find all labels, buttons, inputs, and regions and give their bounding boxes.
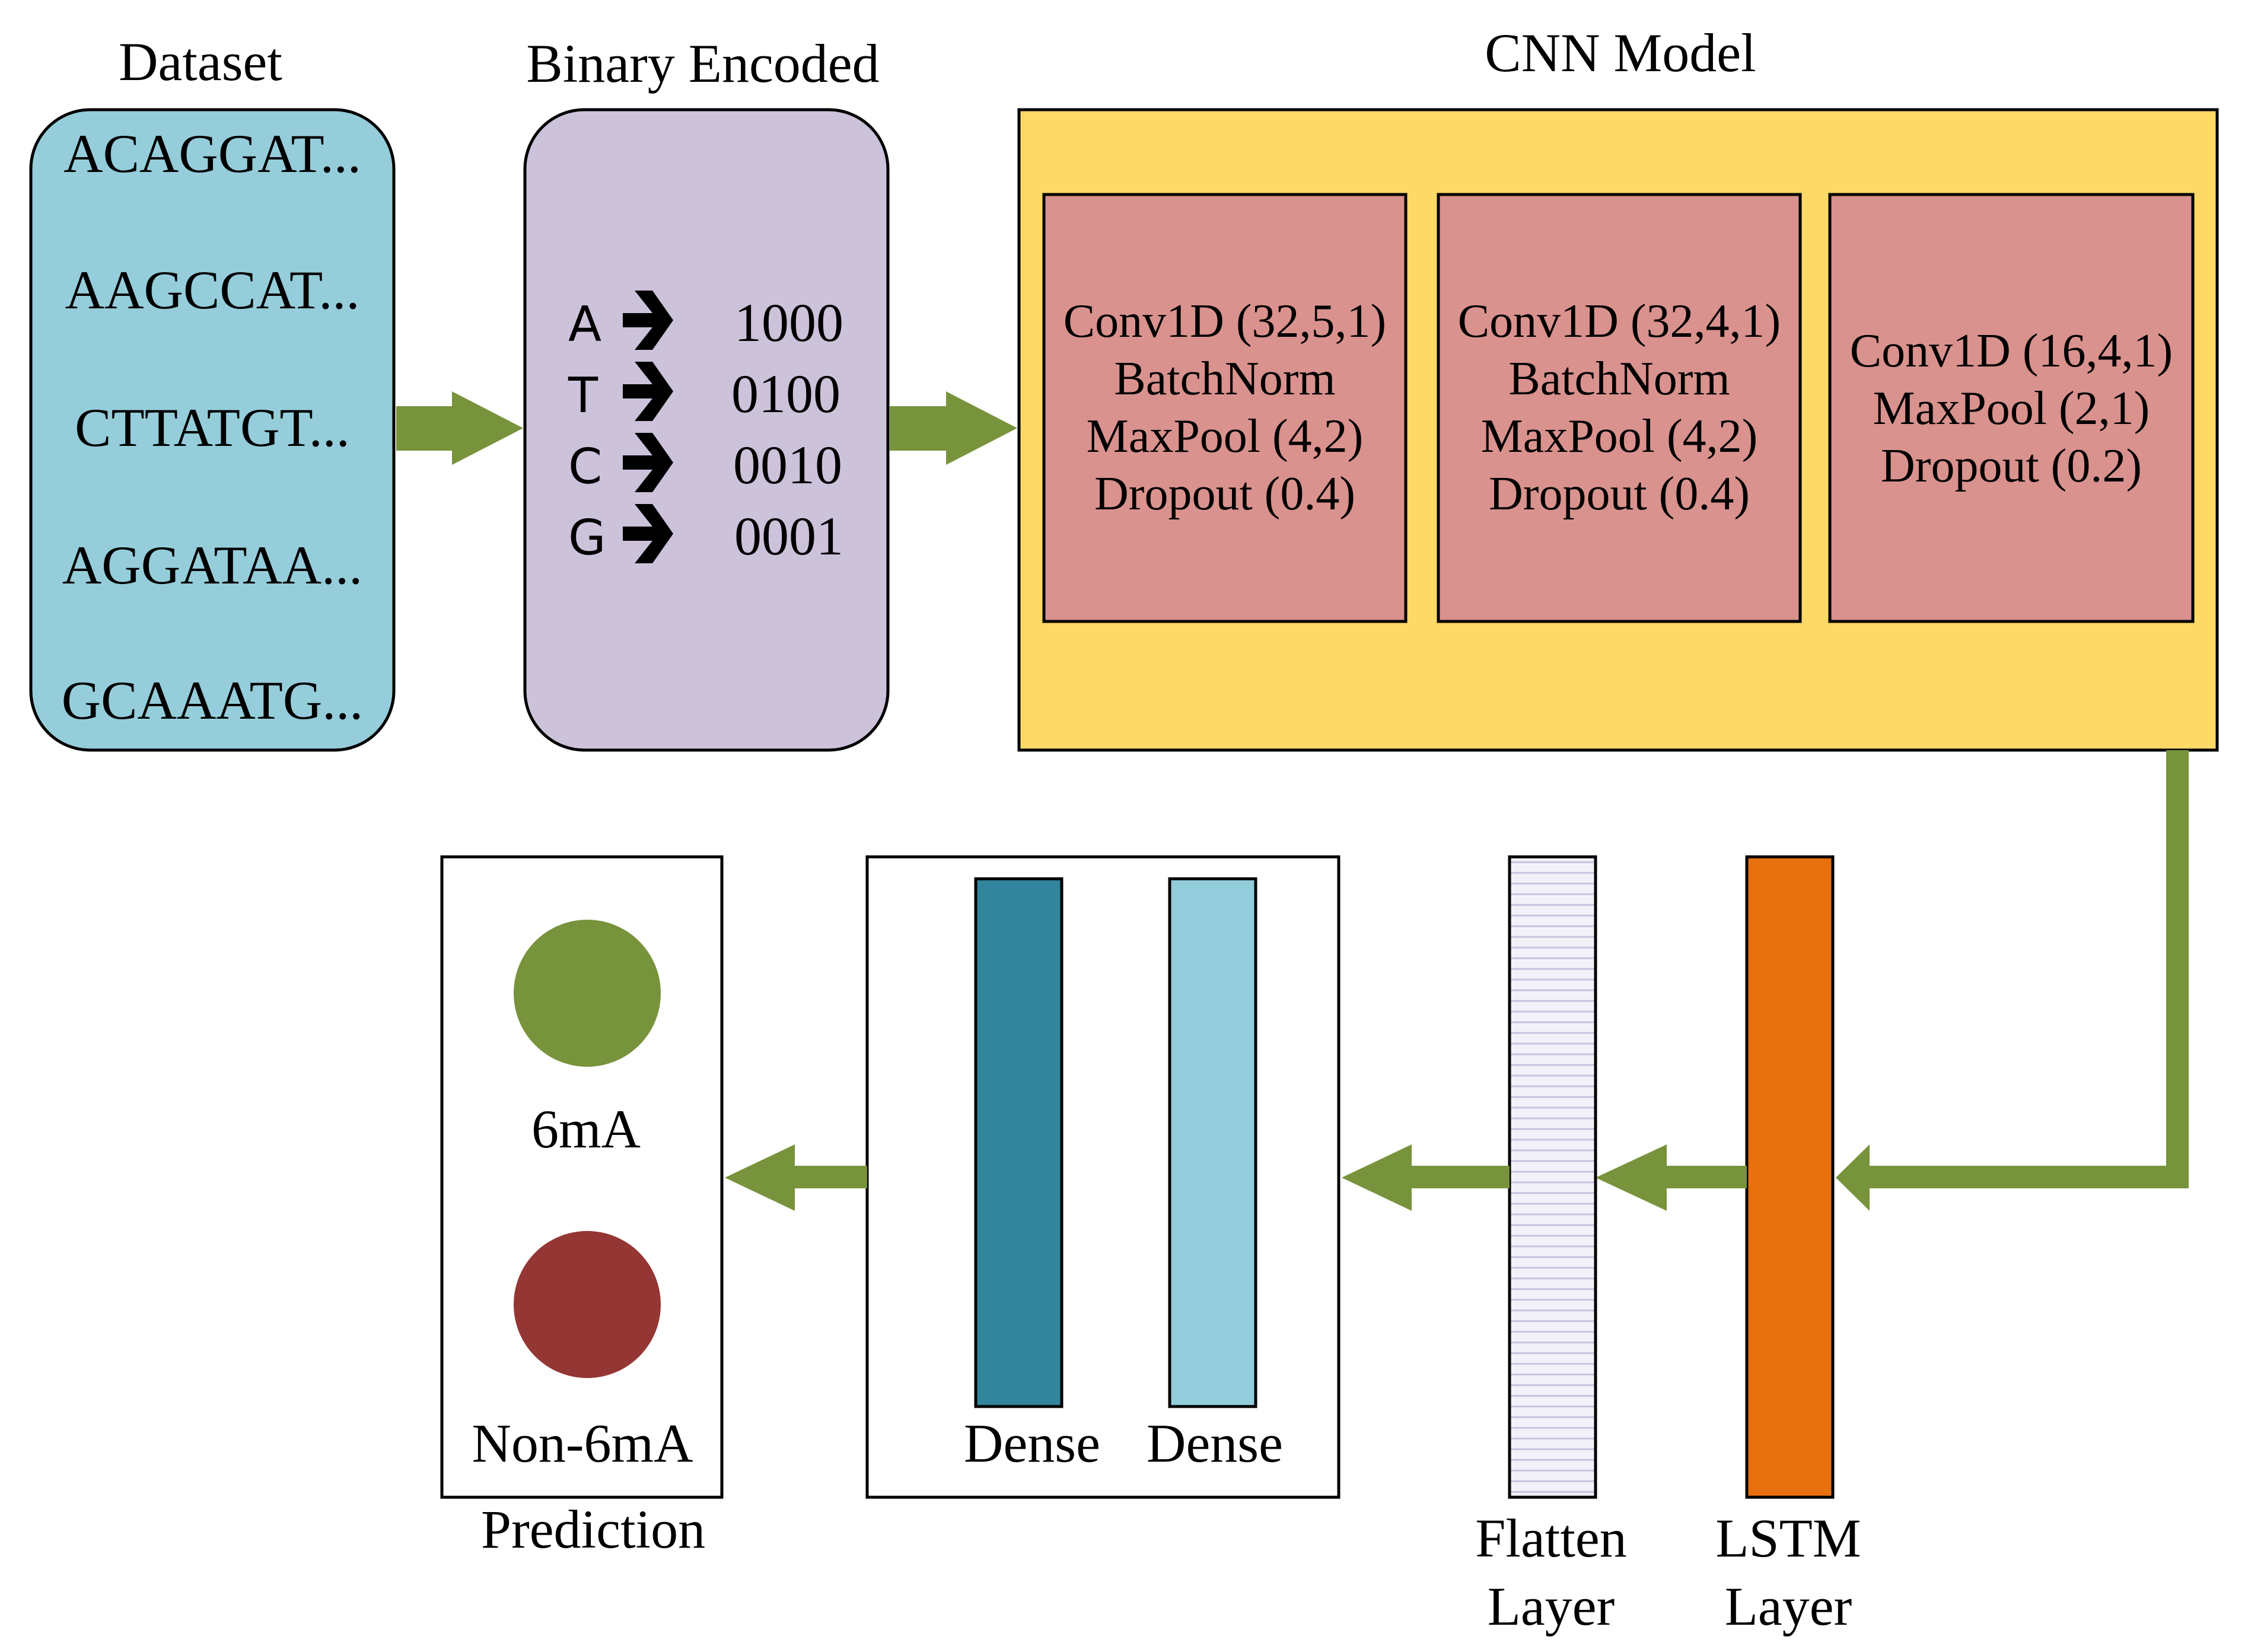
negative-class-marker — [514, 1231, 661, 1378]
arrow-right-icon — [623, 504, 673, 563]
conv-block: Conv1D (32,5,1) BatchNorm MaxPool (4,2) … — [1042, 193, 1408, 623]
dense-box — [865, 855, 1340, 1499]
arrow-right-icon — [623, 291, 673, 350]
arrow-right-icon — [623, 433, 673, 492]
conv-block: Conv1D (32,4,1) BatchNorm MaxPool (4,2) … — [1437, 193, 1802, 623]
binary-code: 1000 — [734, 292, 843, 353]
base-letter: C — [568, 439, 602, 495]
dense-bar-dark — [974, 877, 1063, 1408]
encoding-title: Binary Encoded — [526, 33, 879, 94]
dataset-sequence: AAGCCAT... — [65, 260, 360, 320]
dense-bar-light — [1168, 877, 1257, 1408]
conv-block-box — [1828, 193, 2195, 623]
encoding-row: T 0100 — [568, 362, 840, 424]
dataset-sequence: CTTATGT... — [75, 397, 350, 458]
arrow-flatten-to-dense — [1342, 1144, 1510, 1211]
arrow-right-icon — [623, 362, 673, 421]
arrow-encoded-to-cnn — [890, 391, 1017, 465]
conv-layer-line: Dropout (0.4) — [1489, 468, 1750, 520]
dataset-panel: Dataset ACAGGAT... AAGCCAT... CTTATGT...… — [29, 31, 396, 752]
arrow-lstm-to-flatten — [1596, 1144, 1747, 1211]
arrow-dense-to-prediction — [725, 1144, 867, 1211]
encoding-panel: Binary Encoded A 1000 T 0100 C 0010 G 00… — [523, 33, 890, 752]
base-letter: G — [568, 510, 606, 566]
conv-block: Conv1D (16,4,1) MaxPool (2,1) Dropout (0… — [1828, 193, 2195, 623]
dataset-sequence: AGGATAA... — [62, 535, 362, 595]
dataset-sequence: ACAGGAT... — [63, 123, 361, 184]
binary-code: 0100 — [731, 363, 840, 424]
base-letter: A — [568, 296, 601, 353]
binary-code: 0001 — [734, 506, 843, 566]
dataset-title: Dataset — [119, 31, 282, 92]
flatten-label: Flatten — [1475, 1508, 1627, 1568]
dense-label: Dense — [1147, 1413, 1283, 1474]
conv-block-box — [1437, 193, 1802, 623]
positive-class-label: 6mA — [531, 1099, 641, 1159]
positive-class-marker — [514, 920, 661, 1067]
dense-label: Dense — [964, 1413, 1100, 1474]
lstm-label: Layer — [1725, 1576, 1852, 1637]
conv-layer-line: BatchNorm — [1114, 353, 1335, 405]
prediction-title: Prediction — [481, 1499, 705, 1559]
conv-block-box — [1042, 193, 1408, 623]
cnn-panel: CNN Model Conv1D (32,5,1) BatchNorm MaxP… — [1017, 23, 2219, 752]
conv-layer-line: Conv1D (32,4,1) — [1458, 295, 1781, 347]
arrow-cnn-to-lstm — [1836, 750, 2189, 1211]
dense-panel: Dense Dense — [865, 855, 1340, 1499]
lstm-bar — [1745, 855, 1835, 1499]
conv-layer-line: MaxPool (4,2) — [1481, 410, 1758, 463]
conv-layer-line: MaxPool (2,1) — [1873, 382, 2150, 435]
cnn-title: CNN Model — [1485, 23, 1756, 83]
flatten-layer: Flatten Layer — [1475, 855, 1627, 1637]
dataset-sequence: GCAAATG... — [62, 670, 364, 731]
dataset-box — [29, 108, 396, 752]
flatten-label: Layer — [1488, 1576, 1615, 1637]
conv-layer-line: MaxPool (4,2) — [1087, 410, 1364, 463]
conv-layer-line: Conv1D (32,5,1) — [1063, 295, 1386, 347]
binary-code: 0010 — [733, 435, 842, 495]
encoding-row: C 0010 — [568, 433, 842, 495]
flatten-bar — [1508, 855, 1597, 1499]
prediction-panel: 6mA Non-6mA Prediction — [440, 855, 724, 1559]
encoding-row: G 0001 — [568, 504, 843, 566]
conv-layer-line: Dropout (0.2) — [1881, 440, 2142, 492]
arrow-dataset-to-encoded — [396, 391, 523, 465]
encoding-row: A 1000 — [568, 291, 843, 353]
conv-layer-line: Dropout (0.4) — [1094, 468, 1355, 520]
negative-class-label: Non-6mA — [472, 1413, 693, 1474]
lstm-label: LSTM — [1715, 1508, 1861, 1568]
lstm-layer: LSTM Layer — [1715, 855, 1861, 1637]
encoding-box — [523, 108, 890, 752]
conv-layer-line: Conv1D (16,4,1) — [1850, 325, 2173, 377]
base-letter: T — [568, 368, 598, 424]
conv-layer-line: BatchNorm — [1508, 353, 1730, 405]
